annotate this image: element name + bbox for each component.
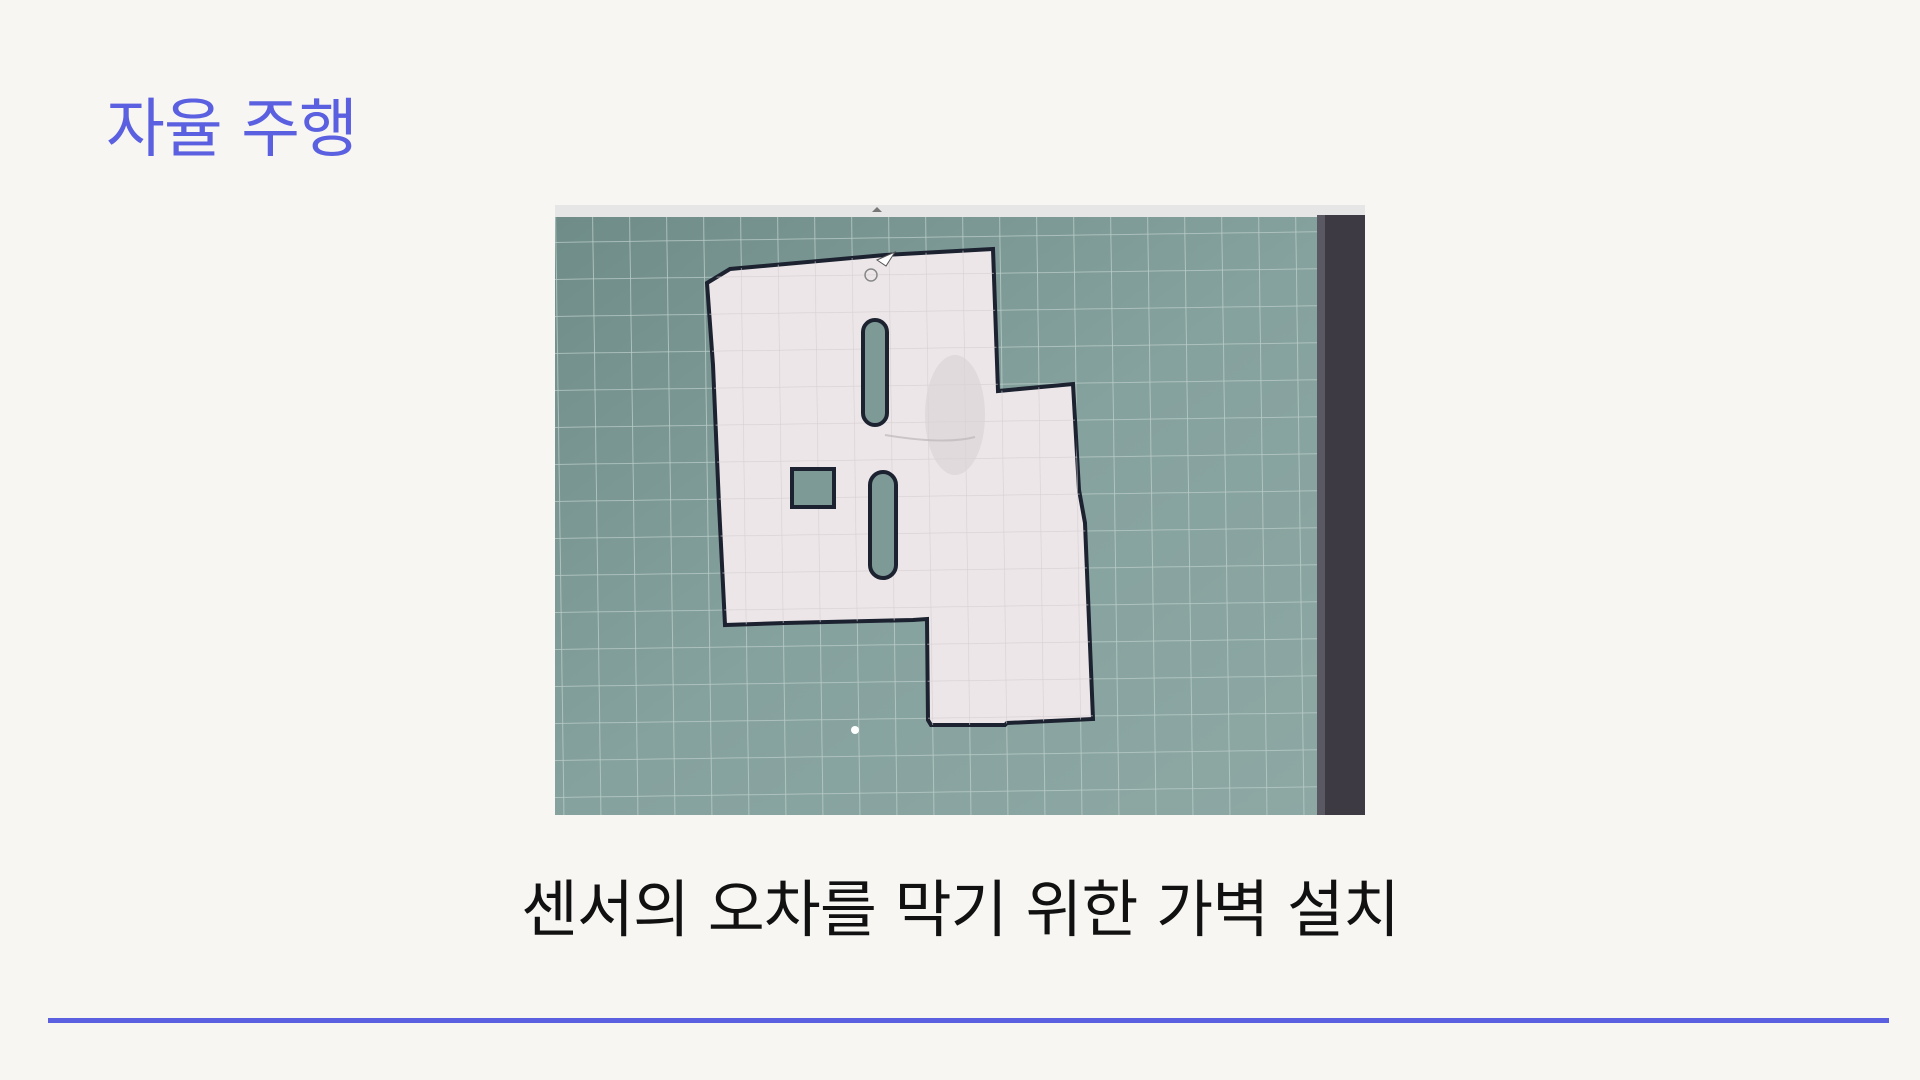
obstacle-oval-top [861,318,889,427]
free-space [704,246,1096,727]
slide-title: 자율 주행 [106,93,358,167]
bottom-divider [48,1018,1889,1023]
scroll-up-icon [872,207,882,212]
slide-caption: 센서의 오차를 막기 위한 가벽 설치 [520,873,1400,946]
map-photo [555,205,1365,815]
obstacle-square [790,467,836,509]
screen-top-bar [555,205,1365,219]
obstacle-oval-bottom [868,470,898,580]
goal-point-icon [851,726,859,734]
robot-marker-icon [864,250,897,282]
occupancy-map-image [555,205,1365,815]
